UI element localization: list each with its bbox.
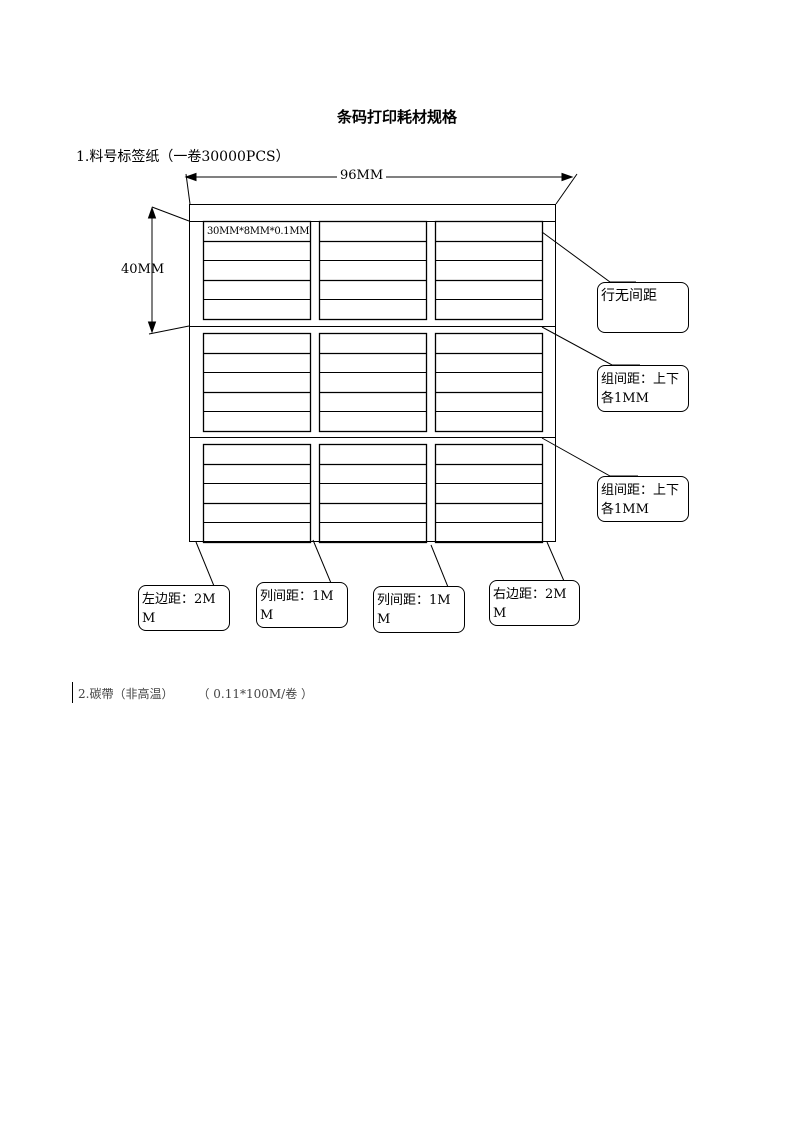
label-grid [202,220,544,544]
label-size-text: 30MM*8MM*0.1MM [207,226,310,237]
pointer-row-gap [541,231,636,283]
callout-column-gap-2: 列间距：1MM [373,586,465,633]
label-column-g2-c1 [202,332,312,433]
callout-group-gap-2: 组间距：上下各1MM [597,476,689,522]
pointer-left-margin [195,541,215,587]
label-column-g1-c1 [202,220,312,321]
label-column-g1-c2 [318,220,428,321]
section-2-line: 2.碳帶（非高温） （ 0.11*100M/卷 ） [74,685,313,702]
pointer-col-gap-2 [427,544,449,588]
callout-column-gap-1: 列间距：1MM [256,582,348,628]
label-column-g2-c2 [318,332,428,433]
section-2-marker [72,682,73,703]
label-column-g2-c3 [434,332,544,433]
callout-left-margin: 左边距：2MM [138,585,230,631]
ribbon-spec: （ 0.11*100M/卷 ） [203,687,314,701]
callout-group-gap-1: 组间距：上下各1MM [597,365,689,412]
section-1-heading: 1.料号标签纸（一卷30000PCS） [76,149,290,165]
page-title: 条码打印耗材规格 [336,108,457,126]
height-dimension-arrow [147,206,190,335]
label-column-g3-c2 [318,443,428,544]
label-column-g1-c3 [434,220,544,321]
pointer-group-gap-2 [541,437,638,477]
ribbon-item: 2.碳帶（非高温） [78,687,174,701]
width-dimension-label: 96MM [337,168,387,183]
pointer-right-margin [544,541,565,582]
callout-right-margin: 右边距：2MM [489,580,580,626]
height-dimension-label: 40MM [121,262,165,277]
label-column-g3-c1 [202,443,312,544]
label-sheet-outline [189,204,556,542]
pointer-col-gap-1 [310,539,332,584]
label-column-g3-c3 [434,443,544,544]
callout-row-gap: 行无间距 [597,282,689,333]
